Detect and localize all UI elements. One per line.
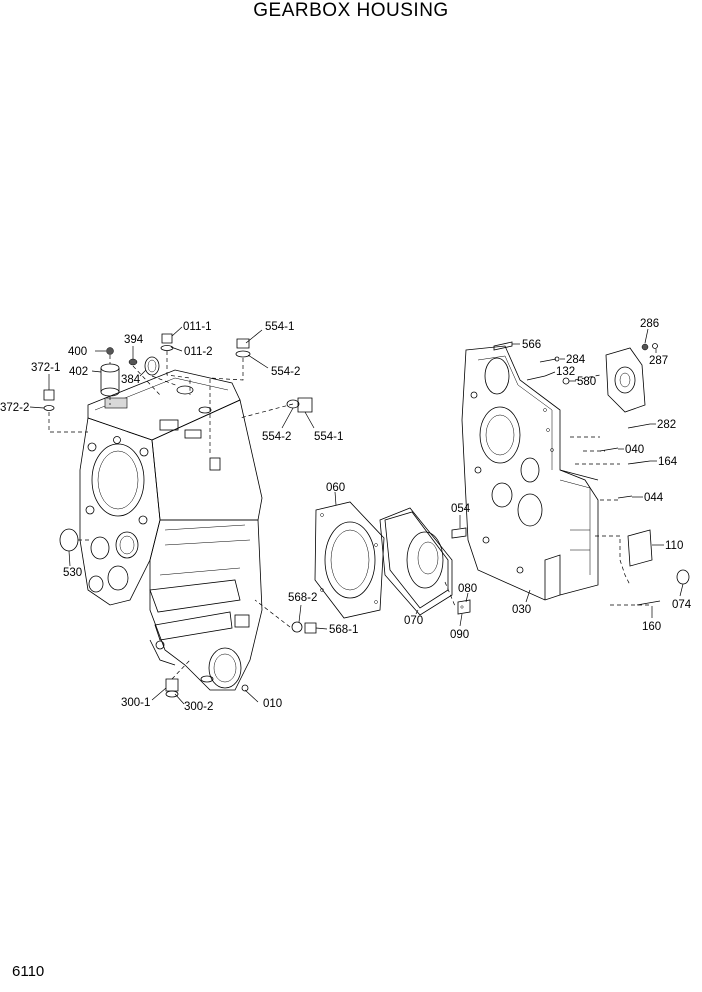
cover-070 bbox=[379, 507, 453, 616]
callout-554-1-side: 554-1 bbox=[314, 431, 343, 443]
upper-left-small-parts bbox=[43, 333, 317, 698]
callout-372-1: 372-1 bbox=[31, 362, 60, 374]
callout-044: 044 bbox=[644, 492, 664, 504]
callout-400: 400 bbox=[68, 346, 87, 358]
pump-assembly bbox=[605, 343, 658, 413]
callout-554-2-top: 554-2 bbox=[271, 366, 300, 378]
callout-530: 530 bbox=[63, 567, 82, 579]
callout-080: 080 bbox=[458, 583, 477, 595]
callout-284: 284 bbox=[566, 354, 586, 366]
callout-054: 054 bbox=[451, 503, 471, 515]
callout-580: 580 bbox=[577, 376, 596, 388]
callout-384: 384 bbox=[121, 374, 141, 386]
callout-300-1: 300-1 bbox=[121, 697, 150, 709]
callout-282: 282 bbox=[657, 419, 676, 431]
callout-011-2: 011-2 bbox=[184, 346, 213, 358]
callout-132: 132 bbox=[556, 366, 575, 378]
callout-160: 160 bbox=[642, 621, 661, 633]
callout-011-1: 011-1 bbox=[183, 321, 212, 333]
callout-labels: 011-1 011-2 394 400 402 384 372-1 372-2 … bbox=[0, 318, 692, 713]
callout-164: 164 bbox=[658, 456, 678, 468]
callout-566: 566 bbox=[522, 339, 541, 351]
page-title: GEARBOX HOUSING bbox=[253, 0, 449, 21]
callout-030: 030 bbox=[512, 604, 531, 616]
cover-110 bbox=[627, 529, 653, 567]
plug-074 bbox=[676, 569, 690, 585]
assembly-lines bbox=[48, 351, 650, 680]
callout-286: 286 bbox=[640, 318, 659, 330]
callout-568-2: 568-2 bbox=[288, 592, 317, 604]
pin-054 bbox=[451, 527, 467, 539]
callout-070: 070 bbox=[404, 615, 423, 627]
leader-lines bbox=[29, 326, 684, 705]
gearbox-housing-rear-030 bbox=[461, 345, 599, 601]
callout-060: 060 bbox=[326, 482, 345, 494]
bolts-right bbox=[493, 341, 661, 606]
callout-554-2-side: 554-2 bbox=[262, 431, 291, 443]
callout-074: 074 bbox=[672, 599, 692, 611]
callout-372-2: 372-2 bbox=[0, 402, 29, 414]
callout-402: 402 bbox=[69, 366, 88, 378]
callout-300-2: 300-2 bbox=[184, 701, 213, 713]
page-number: 6110 bbox=[12, 963, 45, 980]
pin-080-090 bbox=[457, 599, 471, 615]
callout-554-1-top: 554-1 bbox=[265, 321, 294, 333]
gasket-060 bbox=[314, 501, 385, 619]
callout-110: 110 bbox=[665, 540, 683, 552]
callout-010: 010 bbox=[263, 698, 282, 710]
callout-040: 040 bbox=[625, 444, 644, 456]
callout-287: 287 bbox=[649, 355, 668, 367]
callout-568-1: 568-1 bbox=[329, 624, 358, 636]
callout-090: 090 bbox=[450, 629, 469, 641]
callout-394: 394 bbox=[124, 334, 144, 346]
gearbox-housing-front bbox=[79, 369, 263, 692]
